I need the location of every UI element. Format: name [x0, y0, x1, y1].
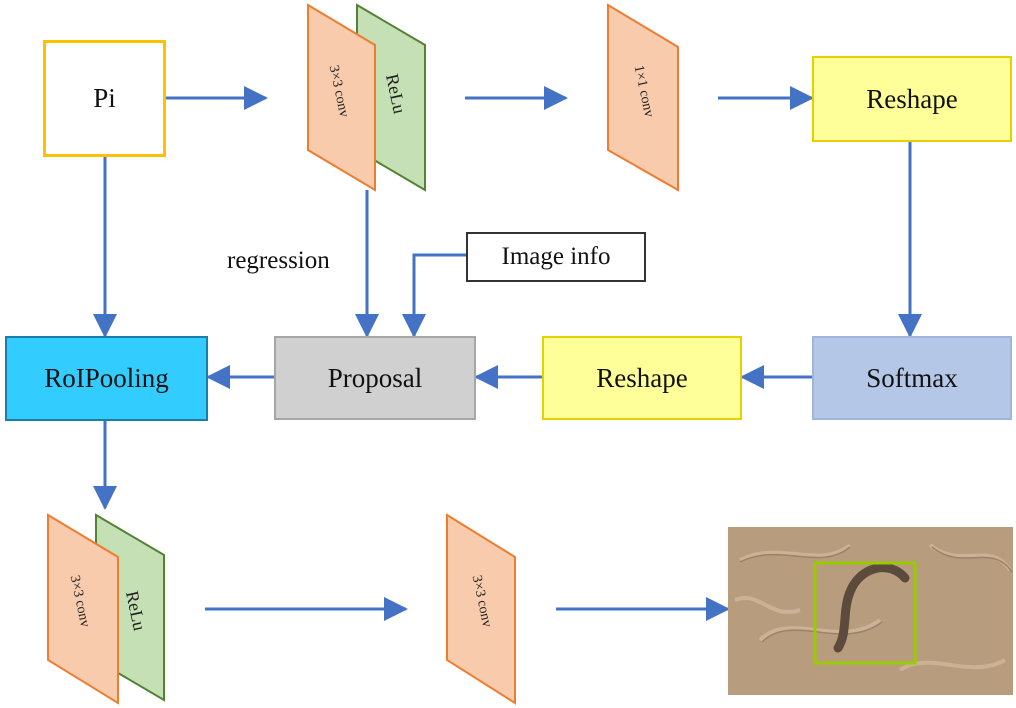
proposal-node: Proposal: [274, 336, 476, 420]
pi-node: Pi: [43, 40, 166, 157]
roipooling-label: RoIPooling: [44, 363, 169, 393]
detection-bounding-box: [813, 561, 917, 665]
roipooling-node: RoIPooling: [5, 336, 208, 421]
pi-node-label: Pi: [93, 83, 116, 113]
proposal-label: Proposal: [327, 362, 423, 393]
conv3-plane-top: 3×3 conv: [307, 3, 376, 192]
reshape-mid-node: Reshape: [542, 336, 742, 420]
reshape-top-label: Reshape: [866, 83, 958, 114]
arrow-imageinfo-to-proposal: [402, 253, 466, 338]
reshape-top-node: Reshape: [812, 56, 1012, 142]
image-info-label: Image info: [501, 243, 611, 270]
reshape-mid-label: Reshape: [596, 362, 688, 393]
regression-label: regression: [227, 247, 330, 274]
softmax-label: Softmax: [866, 362, 958, 393]
nematode-worm: [833, 563, 910, 653]
softmax-node: Softmax: [812, 336, 1012, 420]
image-info-node: Image info: [466, 232, 646, 282]
nematode-detection-photo: [728, 527, 1013, 695]
conv1-plane-top: 1×1 conv: [607, 3, 679, 192]
conv3-plane-bottom-2: 3×3 conv: [446, 513, 516, 705]
conv3-plane-bottom: 3×3 conv: [47, 513, 119, 705]
